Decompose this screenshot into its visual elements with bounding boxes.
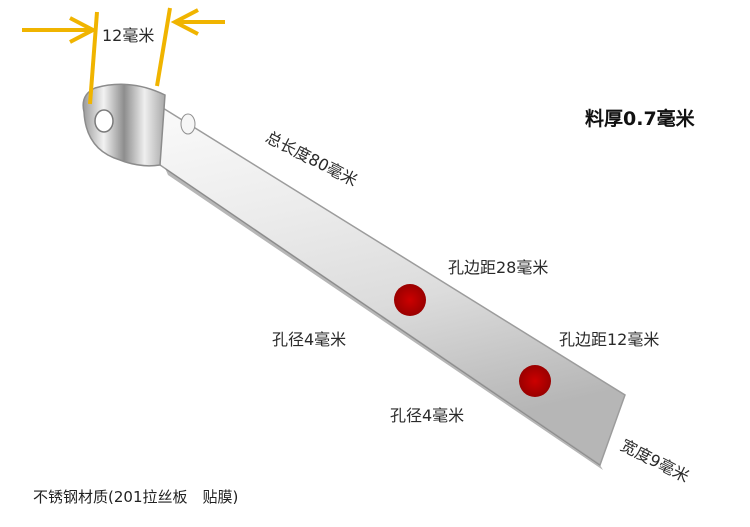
tab-hole-back [180, 113, 196, 135]
dimension-arrow-left-head [69, 16, 98, 44]
dimension-line-left [88, 11, 99, 105]
hole-marker-2 [519, 365, 551, 397]
dimension-line-right [155, 7, 172, 87]
hole-distance-28-label: 孔边距28毫米 [448, 258, 549, 277]
bracket-strip [149, 98, 626, 467]
bracket-edge-shadow [165, 168, 603, 470]
hole-diameter-left-label: 孔径4毫米 [272, 330, 347, 349]
material-label: 不锈钢材质(201拉丝板 贴膜) [33, 488, 239, 506]
hole-distance-12-label: 孔边距12毫米 [559, 330, 660, 349]
thickness-label: 料厚0.7毫米 [585, 108, 695, 130]
hole-marker-1 [394, 284, 426, 316]
dimension-arrow-right-head [170, 8, 199, 36]
tab-width-label: 12毫米 [102, 26, 155, 45]
hole-diameter-bottom-label: 孔径4毫米 [390, 406, 465, 425]
tab-hole [94, 109, 114, 133]
